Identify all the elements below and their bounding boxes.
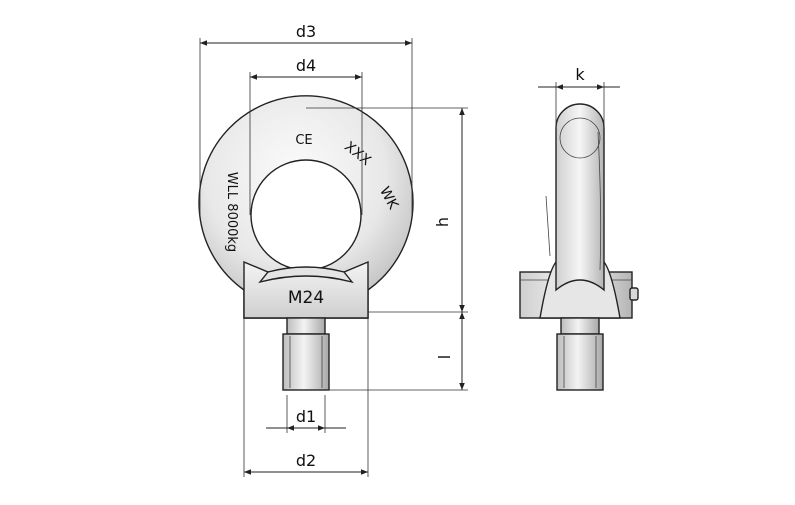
front-view: CE XXX WK WLL 8000kg M24 d3 d4 h l d1 bbox=[198, 22, 468, 477]
thread-size-label: M24 bbox=[288, 288, 324, 308]
neck bbox=[286, 317, 326, 335]
dim-label-h: h bbox=[433, 217, 452, 227]
wll-mark: WLL 8000kg bbox=[224, 172, 239, 252]
side-ring bbox=[555, 103, 605, 292]
side-view: k bbox=[519, 65, 639, 391]
dim-label-d1: d1 bbox=[296, 407, 316, 426]
dim-label-k: k bbox=[575, 65, 585, 84]
collar-saddle bbox=[258, 266, 354, 284]
dim-label-d3: d3 bbox=[296, 22, 316, 41]
ce-mark: CE bbox=[295, 133, 312, 148]
side-pin bbox=[629, 287, 639, 301]
eye-ring bbox=[198, 95, 414, 319]
side-neck bbox=[560, 317, 600, 335]
dim-label-d4: d4 bbox=[296, 56, 316, 75]
dim-label-d2: d2 bbox=[296, 451, 316, 470]
dim-label-l: l bbox=[435, 355, 454, 359]
side-threaded-shank bbox=[556, 333, 604, 391]
threaded-shank bbox=[282, 333, 330, 391]
